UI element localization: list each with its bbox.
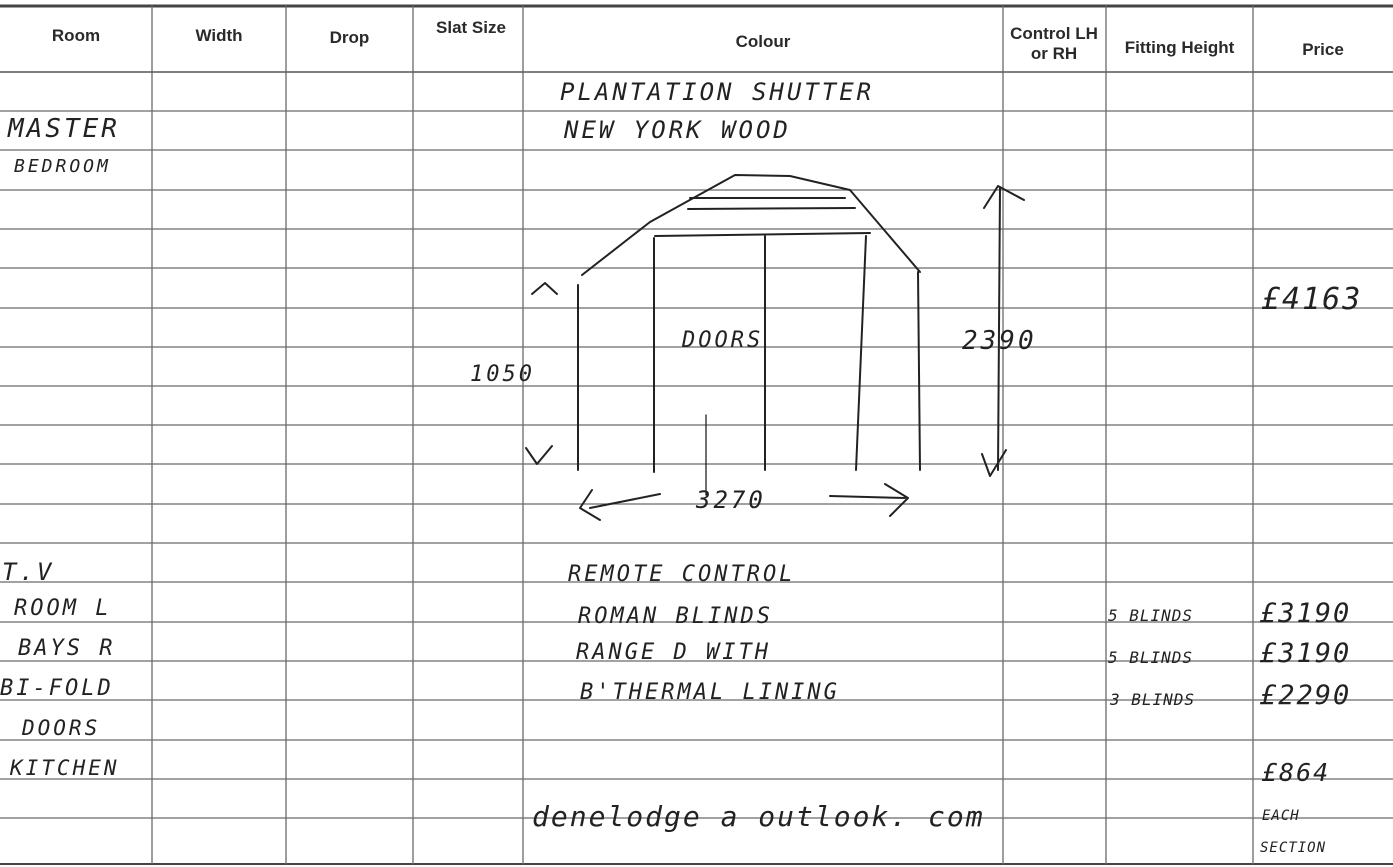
sketch-height-left: 1050 xyxy=(470,362,535,387)
room-bedroom: BEDROOM xyxy=(14,156,111,177)
header-drop: Drop xyxy=(329,28,370,47)
header-control: Control LH or RH xyxy=(1010,24,1098,63)
colour-new-york-wood: NEW YORK WOOD xyxy=(564,116,791,144)
colour-plantation-shutter: PLANTATION SHUTTER xyxy=(560,78,875,106)
fitting-height-row1: 5 BLINDS xyxy=(1108,606,1194,625)
room-doors: DOORS xyxy=(22,716,101,740)
sketch-doors-label: DOORS xyxy=(682,328,764,353)
price-blinds-1: £3190 xyxy=(1260,598,1352,629)
price-blinds-2: £3190 xyxy=(1260,638,1352,669)
email-address: denelodge a outlook. com xyxy=(532,800,985,833)
fitting-height-row2: 5 BLINDS xyxy=(1108,648,1194,667)
room-bifold: BI-FOLD xyxy=(0,676,114,701)
fitting-height-row3: 3 BLINDS xyxy=(1110,690,1196,709)
room-bays: BAYS R xyxy=(18,636,116,661)
room-tv: T.V xyxy=(2,558,55,586)
colour-range-d: RANGE D WITH xyxy=(576,640,771,665)
sketch-width: 3270 xyxy=(696,486,766,514)
price-each: EACH xyxy=(1262,808,1300,824)
header-slat-size: Slat Size xyxy=(436,18,506,37)
room-master: MASTER xyxy=(8,114,120,144)
colour-remote-control: REMOTE CONTROL xyxy=(568,562,796,587)
price-kitchen: £864 xyxy=(1262,758,1331,787)
header-fitting-height: Fitting Height xyxy=(1124,38,1235,57)
header-room: Room xyxy=(51,26,101,45)
room-tv-room: ROOM L xyxy=(14,596,112,621)
price-shutter: £4163 xyxy=(1262,282,1363,317)
room-kitchen: KITCHEN xyxy=(10,756,120,780)
price-section: SECTION xyxy=(1260,840,1327,856)
price-blinds-3: £2290 xyxy=(1260,680,1352,711)
header-colour: Colour xyxy=(735,32,791,51)
header-price: Price xyxy=(1302,40,1344,59)
sketch-height-right: 2390 xyxy=(962,326,1037,356)
colour-thermal-lining: B'THERMAL LINING xyxy=(580,680,840,705)
colour-roman-blinds: ROMAN BLINDS xyxy=(578,604,773,629)
header-width: Width xyxy=(195,26,243,45)
